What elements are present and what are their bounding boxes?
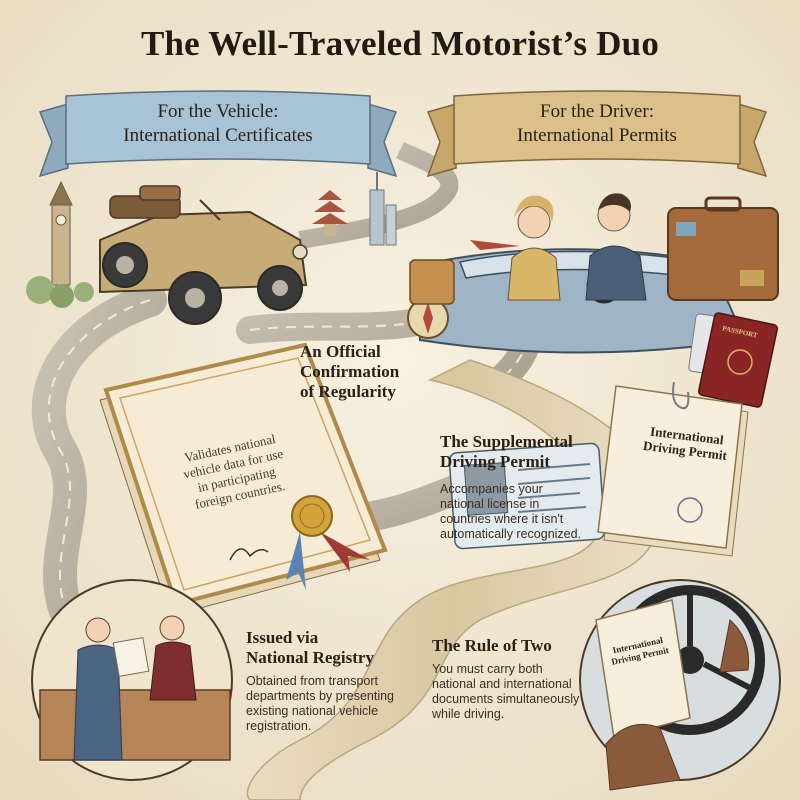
big-ben-icon: [50, 182, 72, 285]
page-title: The Well-Traveled Motorist’s Duo: [0, 24, 800, 64]
registry-body: Obtained from transport departments by p…: [246, 674, 416, 734]
permit-body-line: Accompanies your: [440, 482, 600, 497]
registry-body-line: existing national vehicle: [246, 704, 416, 719]
confirmation-heading-line: of Regularity: [300, 382, 399, 402]
permit-body-line: national license in: [440, 497, 600, 512]
registry-body-line: departments by presenting: [246, 689, 416, 704]
rule-body-line: You must carry both: [432, 662, 602, 677]
confirmation-heading-line: An Official: [300, 342, 399, 362]
permit-booklet-icon: [598, 382, 748, 556]
registry-body-line: Obtained from transport: [246, 674, 416, 689]
rule-body-line: documents simultaneously: [432, 692, 602, 707]
banner-left-line1: For the Vehicle:: [66, 100, 370, 124]
registry-heading: Issued via National Registry: [246, 628, 374, 668]
permit-body: Accompanies your national license in cou…: [440, 482, 600, 542]
permit-body-line: automatically recognized.: [440, 527, 600, 542]
confirmation-heading-line: Confirmation: [300, 362, 399, 382]
registry-heading-line: Issued via: [246, 628, 374, 648]
permit-body-line: countries where it isn't: [440, 512, 600, 527]
registry-heading-line: National Registry: [246, 648, 374, 668]
banner-right-line1: For the Driver:: [454, 100, 740, 124]
permit-heading: The Supplemental Driving Permit: [440, 432, 573, 472]
banner-left-line2: International Certificates: [66, 124, 370, 148]
wallet-icon: [410, 260, 454, 304]
registry-office-vignette: [32, 580, 232, 780]
confirmation-heading: An Official Confirmation of Regularity: [300, 342, 399, 402]
permit-heading-line: Driving Permit: [440, 452, 573, 472]
banner-right-line2: International Permits: [454, 124, 740, 148]
rule-body-line: national and international: [432, 677, 602, 692]
permit-heading-line: The Supplemental: [440, 432, 573, 452]
registry-body-line: registration.: [246, 719, 416, 734]
rule-heading: The Rule of Two: [432, 636, 552, 656]
rule-body-line: while driving.: [432, 707, 602, 722]
rule-body: You must carry both national and interna…: [432, 662, 602, 722]
banner-right-text: For the Driver: International Permits: [454, 100, 740, 148]
banner-left-text: For the Vehicle: International Certifica…: [66, 100, 370, 148]
suitcase-icon: [668, 198, 778, 300]
